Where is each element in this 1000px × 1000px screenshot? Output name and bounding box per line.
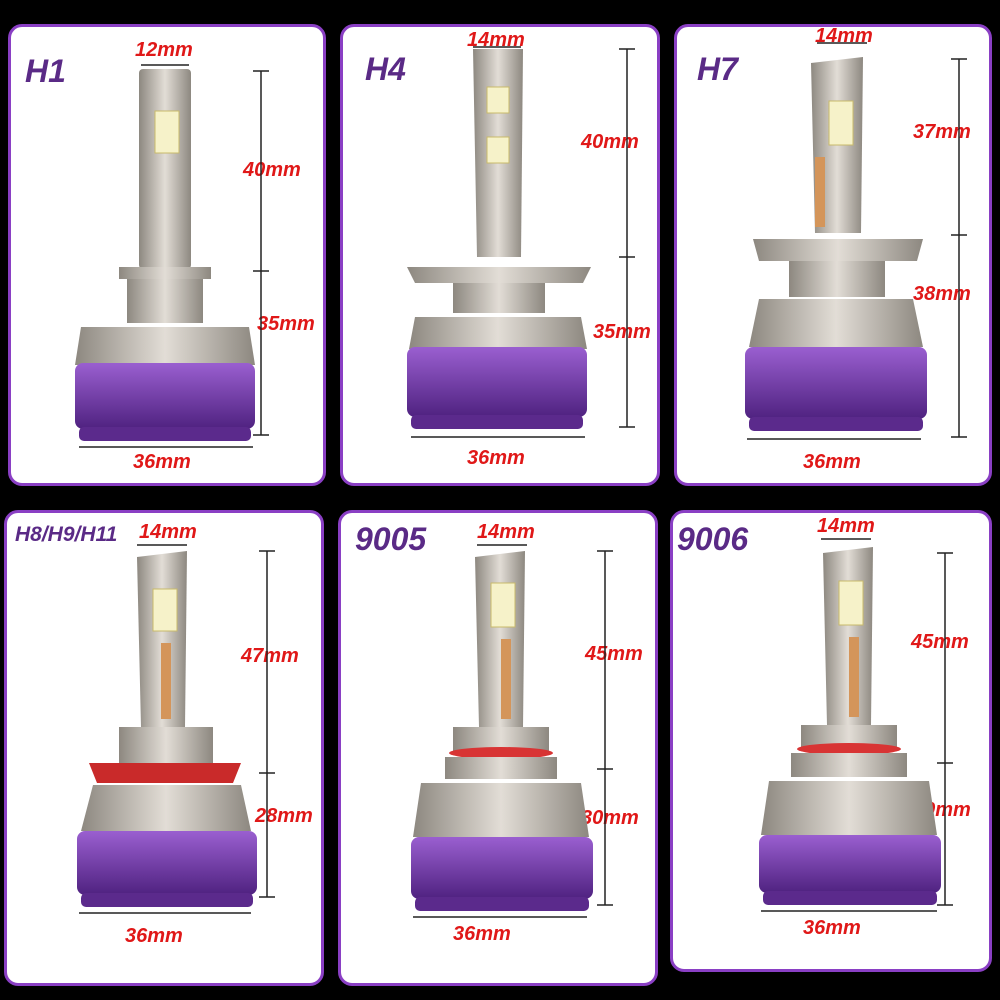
led-bulb-h1-image xyxy=(75,69,255,441)
dimension-lines xyxy=(747,42,967,440)
dimension-lines xyxy=(761,538,953,912)
upper-height-label: 45mm xyxy=(911,631,969,653)
model-label: H1 xyxy=(25,53,66,89)
lower-height-label: 28mm xyxy=(255,805,313,827)
dimension-lines xyxy=(411,46,635,438)
base-width-label: 36mm xyxy=(125,925,183,947)
model-label: 9006 xyxy=(677,521,749,557)
product-card-9006: 9006 14mm 45mm 30mm 36mm xyxy=(670,510,992,972)
dimension-lines xyxy=(79,544,275,914)
model-label: 9005 xyxy=(355,521,427,557)
top-width-label: 14mm xyxy=(477,521,535,543)
base-width-label: 36mm xyxy=(803,917,861,939)
top-width-label: 14mm xyxy=(817,515,875,537)
base-width-label: 36mm xyxy=(803,451,861,473)
top-width-label: 14mm xyxy=(139,521,197,543)
product-card-h7: H7 14mm 37mm 38mm 36mm xyxy=(674,24,992,486)
top-width-label: 14mm xyxy=(467,29,525,51)
dimension-lines xyxy=(79,64,269,448)
lower-height-label: 35mm xyxy=(257,313,315,335)
led-bulb-9006-image xyxy=(759,547,941,905)
top-width-label: 12mm xyxy=(135,39,193,61)
upper-height-label: 37mm xyxy=(913,121,971,143)
led-bulb-h4-image xyxy=(407,49,591,429)
lower-height-label: 38mm xyxy=(913,283,971,305)
model-label: H4 xyxy=(365,51,406,87)
product-card-h8-h9-h11: H8/H9/H11 14mm 47mm 28mm 36mm xyxy=(4,510,324,986)
product-card-h1: H1 12mm 40mm 35mm 36mm xyxy=(8,24,326,486)
led-bulb-9005-image xyxy=(411,551,593,911)
product-card-9005: 9005 14mm 45mm 30mm 36mm xyxy=(338,510,658,986)
base-width-label: 36mm xyxy=(133,451,191,473)
base-width-label: 36mm xyxy=(453,923,511,945)
led-bulb-h11-image xyxy=(77,551,257,907)
upper-height-label: 40mm xyxy=(243,159,301,181)
top-width-label: 14mm xyxy=(815,25,873,47)
upper-height-label: 40mm xyxy=(581,131,639,153)
lower-height-label: 30mm xyxy=(581,807,639,829)
dimension-lines xyxy=(413,544,613,918)
upper-height-label: 45mm xyxy=(585,643,643,665)
led-bulb-h7-image xyxy=(745,57,927,431)
base-width-label: 36mm xyxy=(467,447,525,469)
lower-height-label: 35mm xyxy=(593,321,651,343)
model-label: H8/H9/H11 xyxy=(15,523,118,546)
upper-height-label: 47mm xyxy=(241,645,299,667)
model-label: H7 xyxy=(697,51,738,87)
product-card-h4: H4 14mm 40mm 35mm 36mm xyxy=(340,24,660,486)
